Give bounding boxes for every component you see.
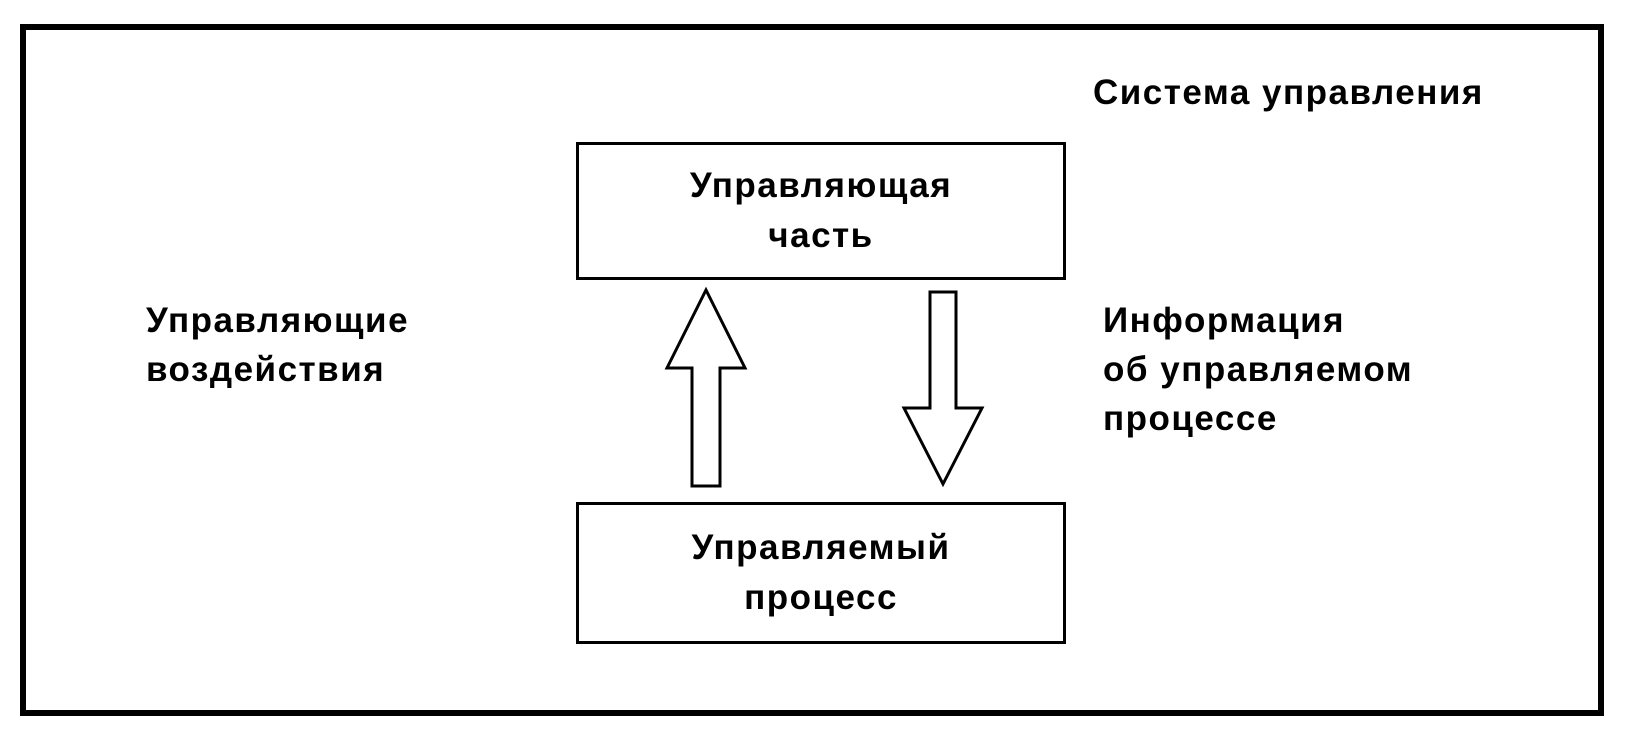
managed-process-label-line-2: процесс: [744, 578, 898, 617]
system-title: Система управления: [1093, 73, 1484, 112]
control-actions-line-1: Управляющие: [146, 301, 410, 340]
managed-process-label-line-1: Управляемый: [691, 528, 951, 567]
process-information-down-arrow: [901, 290, 985, 488]
process-information-line-2: об управляемом: [1103, 350, 1414, 389]
control-actions-label: Управляющие воздействия: [146, 296, 409, 394]
managed-process-box: Управляемый процесс: [576, 502, 1066, 644]
control-actions-line-2: воздействия: [146, 350, 386, 389]
control-actions-up-arrow: [664, 286, 748, 488]
control-part-label-line-2: часть: [768, 216, 874, 255]
process-information-line-1: Информация: [1103, 301, 1346, 340]
process-information-line-3: процессе: [1103, 399, 1278, 438]
control-system-frame: [20, 24, 1604, 716]
process-information-label: Информация об управляемом процессе: [1103, 296, 1413, 443]
control-part-label-line-1: Управляющая: [689, 166, 953, 205]
control-part-box: Управляющая часть: [576, 142, 1066, 280]
